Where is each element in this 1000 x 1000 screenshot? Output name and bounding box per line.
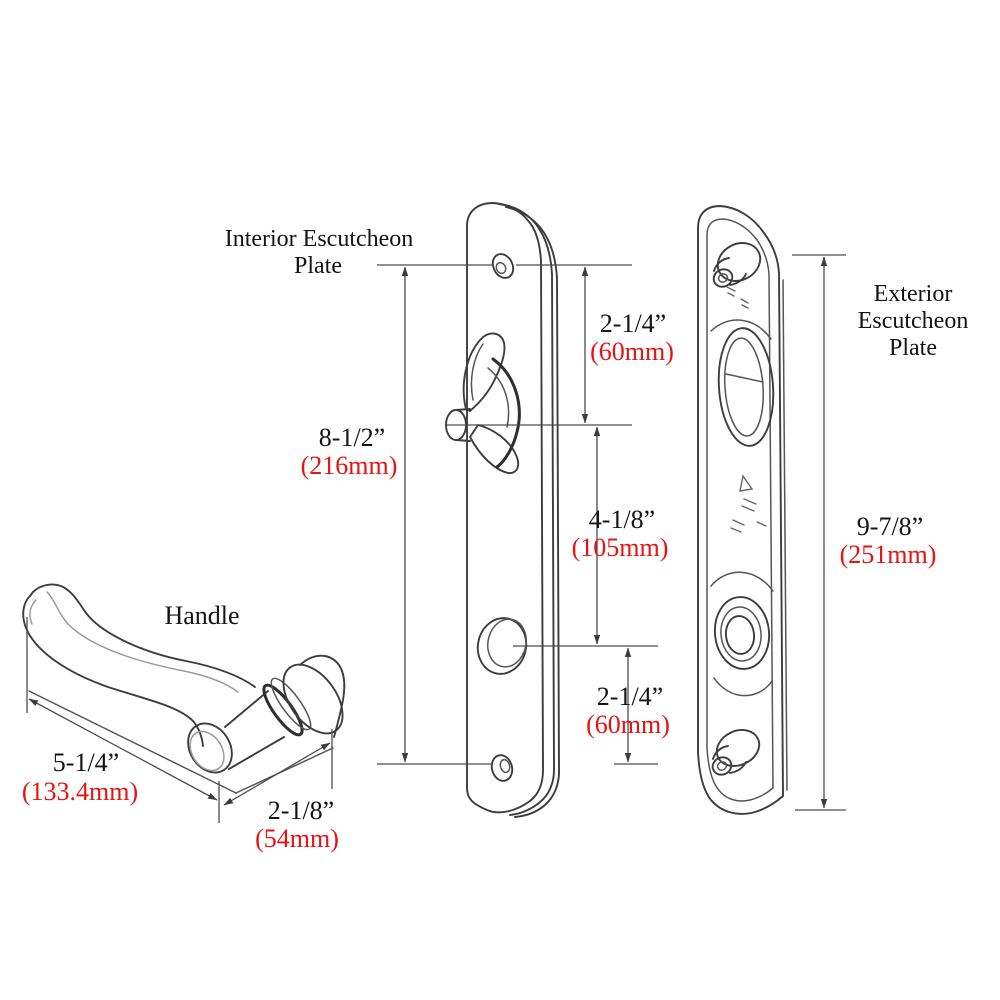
- interior-top-screw-hole: [491, 253, 515, 279]
- spindle-hole-mid: [720, 606, 762, 662]
- thumbturn-upper-wing-detail: [470, 343, 484, 401]
- top-post-side: [713, 257, 747, 286]
- thumbturn-rear-blade-inner: [487, 367, 510, 428]
- dim-text-mid-spacing-metric: (105mm): [572, 533, 669, 562]
- dim-text-top-spacing-inches: 2-1/4”: [600, 309, 666, 338]
- spindle-hole-outer: [713, 596, 771, 670]
- bottom-post-boss: [715, 729, 761, 767]
- bottom-post-end: [711, 756, 733, 776]
- spindle-boss-arc: [713, 677, 773, 697]
- interior-plate-edge-line-2: [505, 206, 560, 818]
- exterior-oval-opening-outer: [717, 327, 775, 447]
- exterior-plate-label-line2: Escutcheon: [858, 308, 969, 334]
- dim-text-handle-length-inches: 5-1/4”: [53, 748, 119, 777]
- bottom-post-side: [712, 745, 747, 774]
- exterior-plate-edge-line: [782, 279, 788, 791]
- dim-text-exterior-height-inches: 9-7/8”: [857, 512, 923, 541]
- exterior-escutcheon-plate: [697, 205, 788, 815]
- top-post-end: [712, 268, 734, 288]
- handle-label: Handle: [164, 601, 239, 630]
- interior-plate-label-line2: Plate: [294, 253, 342, 279]
- dim-text-mid-spacing-inches: 4-1/8”: [589, 505, 655, 534]
- dim-text-bottom-spacing-inches: 2-1/4”: [597, 682, 663, 711]
- top-post-end-hole: [717, 273, 729, 283]
- thumbturn-upper-wing: [462, 332, 506, 412]
- exterior-lower-divider-arc: [710, 571, 774, 592]
- exterior-spindle-hole: [713, 596, 773, 697]
- interior-plate-edge-line-1: [498, 203, 555, 816]
- dim-text-exterior-height-metric: (251mm): [840, 540, 937, 569]
- exterior-oval-chord: [725, 373, 764, 383]
- dim-line-handle-projection: [223, 742, 331, 806]
- handle-grip-top-edge: [29, 583, 256, 688]
- exterior-top-post: [712, 242, 762, 288]
- thumbturn: [445, 332, 521, 474]
- stamp-marks-middle: [730, 474, 767, 533]
- handle-base-right-edge: [235, 747, 334, 794]
- dim-text-interior-height-inches: 8-1/2”: [319, 423, 385, 452]
- interior-top-screw-hole-inner: [495, 261, 507, 275]
- handle-knob-cap: [299, 654, 346, 738]
- interior-escutcheon-plate: [445, 202, 560, 818]
- interior-bottom-screw-hole: [490, 754, 514, 782]
- handle-collar-ring-2: [270, 677, 312, 731]
- exterior-plate-inner-outline: [706, 218, 774, 802]
- stamp-marks-top: [726, 286, 749, 309]
- interior-oval-hole-inner: [487, 618, 527, 668]
- exterior-bottom-post: [711, 729, 761, 776]
- handle-grip-ridge: [46, 591, 239, 693]
- dimension-lines: [26, 254, 846, 823]
- thumbturn-rear-blade: [491, 357, 521, 469]
- exterior-plate-outline: [697, 205, 784, 815]
- exterior-plate-label-line3: Plate: [889, 335, 937, 361]
- annotations: Interior Escutcheon Plate Exterior Escut…: [22, 226, 968, 853]
- dim-text-handle-projection-inches: 2-1/8”: [268, 796, 334, 825]
- bottom-post-end-hole: [716, 761, 728, 771]
- exterior-oval-opening-inner: [723, 337, 765, 437]
- interior-bottom-screw-hole-inner: [499, 758, 511, 774]
- handle-grip-end-cap: [29, 599, 37, 625]
- exterior-plate-label-line1: Exterior: [874, 281, 953, 307]
- dim-text-bottom-spacing-metric: (60mm): [586, 710, 670, 739]
- thumbturn-hub-body: [455, 408, 471, 442]
- dim-text-interior-height-metric: (216mm): [301, 451, 398, 480]
- exterior-upper-divider-arc: [710, 319, 772, 340]
- top-post-boss: [716, 242, 762, 282]
- dim-text-handle-projection-metric: (54mm): [255, 824, 339, 853]
- interior-plate-outline: [466, 202, 544, 814]
- dim-text-handle-length-metric: (133.4mm): [22, 777, 138, 806]
- dim-text-top-spacing-metric: (60mm): [590, 337, 674, 366]
- interior-plate-label-line1: Interior Escutcheon: [225, 226, 414, 252]
- spindle-hole-inner: [724, 615, 756, 655]
- handle-neck-cylinder: [224, 690, 285, 770]
- dim-line-handle-length: [28, 698, 218, 801]
- thumbturn-lower-wing: [469, 424, 520, 474]
- handle-collar-ring-1: [262, 683, 304, 737]
